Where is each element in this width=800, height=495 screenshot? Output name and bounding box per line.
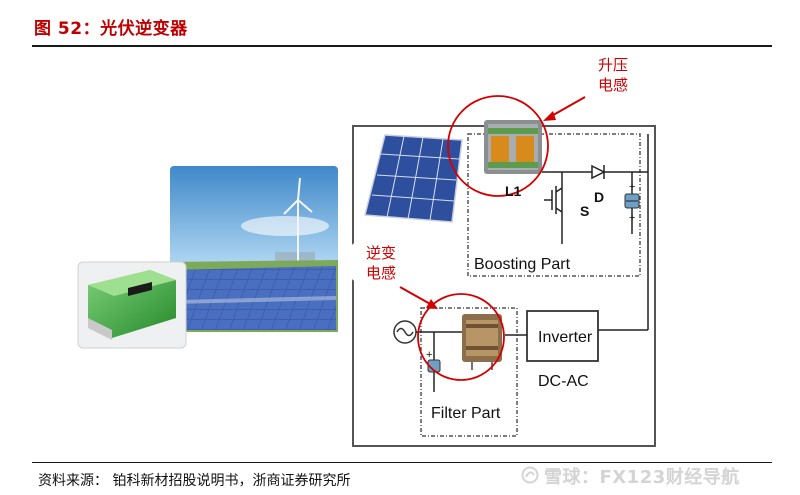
boost-inductor-highlight [447,95,549,197]
filter-part-box [420,307,518,437]
inverter-inductor-arrow [399,286,438,309]
boost-inductor-icon [484,120,542,174]
snowball-logo-icon [521,466,539,484]
boost-inductor-label-line1: 升压 [598,56,628,74]
top-rule [32,45,772,47]
boosting-part-box [467,133,641,277]
inverter-label: Inverter [538,329,593,346]
boosting-part-label: Boosting Part [474,256,571,273]
annotation-bubble [344,234,420,290]
boost-circuit-wiring [542,134,649,331]
plus-top: + [629,181,635,193]
bottom-rule [32,462,772,463]
solar-farm-photo [170,166,338,332]
d-label: D [594,189,604,205]
dc-ac-label: DC-AC [538,373,589,390]
filter-part-label: Filter Part [431,405,501,422]
boost-inductor-label-line2: 电感 [598,76,628,94]
inverter-inductor-label-line2: 电感 [366,264,396,282]
plus-bottom: + [426,349,432,361]
filter-inductor-highlight [417,293,505,381]
inverter-inductor-label-line1: 逆变 [366,244,396,262]
figure-title: 图 52：光伏逆变器 [34,19,188,39]
plus-mid: + [629,212,635,224]
source-note: 资料来源： 铂科新材招股说明书，浙商证券研究所 [38,473,351,489]
inverter-block [526,310,599,362]
boost-inductor-arrow [543,96,586,121]
capacitor-icon [624,193,640,209]
diode-icon [591,164,606,180]
l1-label: L1 [505,183,522,199]
s-label: S [580,203,589,219]
filter-inductor-icon [462,314,502,370]
watermark-text: 雪球：FX123财经导航 [544,467,740,488]
solar-panel-icon [364,134,463,223]
inverter-device-photo [77,261,187,349]
filter-circuit-wiring [416,331,464,392]
ac-source-icon [393,320,417,344]
